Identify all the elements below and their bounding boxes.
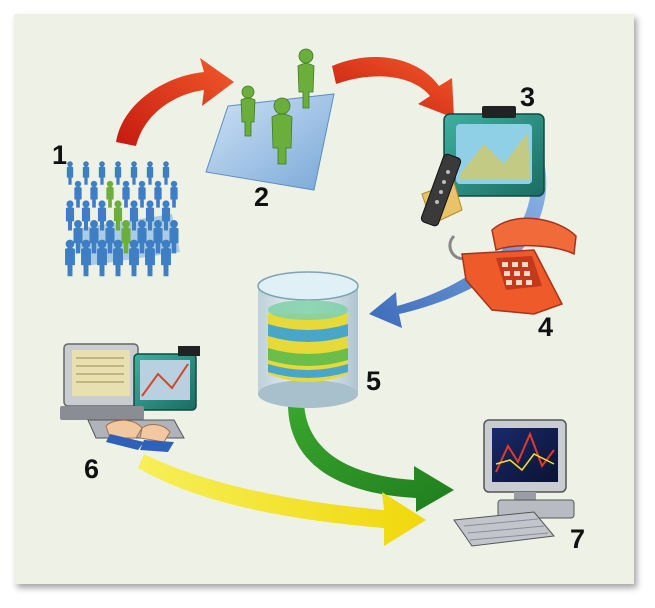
crowd-person bbox=[66, 161, 74, 185]
telephone-icon bbox=[448, 217, 577, 315]
crowd-person bbox=[106, 180, 114, 208]
crowd-person bbox=[81, 200, 91, 231]
diagram-canvas bbox=[60, 48, 577, 547]
sample-group-icon bbox=[205, 48, 335, 191]
crowd-person bbox=[130, 161, 138, 185]
crowd-person bbox=[169, 220, 179, 254]
crowd-person bbox=[65, 200, 75, 231]
arrow-6-to-7 bbox=[138, 454, 426, 546]
diagram-frame: 1 2 3 4 5 6 7 bbox=[14, 14, 634, 584]
crowd-person bbox=[65, 239, 75, 277]
crowd-person bbox=[74, 180, 82, 208]
step-number-6: 6 bbox=[84, 454, 100, 484]
step-number-3: 3 bbox=[520, 82, 536, 112]
step-number-7: 7 bbox=[570, 524, 586, 554]
crowd-person bbox=[105, 220, 115, 254]
crowd-person bbox=[129, 239, 139, 277]
crowd-person bbox=[121, 220, 131, 254]
step-number-4: 4 bbox=[538, 312, 554, 342]
crowd-person bbox=[153, 220, 163, 254]
workstation-icon bbox=[60, 343, 200, 452]
step-number-2: 2 bbox=[254, 182, 270, 212]
step-number-1: 1 bbox=[52, 140, 68, 170]
crowd-icon bbox=[65, 161, 180, 277]
crowd-person bbox=[161, 200, 171, 231]
analysis-computer-icon bbox=[453, 419, 575, 547]
tv-remote-icon bbox=[420, 106, 545, 227]
crowd-person bbox=[145, 239, 155, 277]
crowd-person bbox=[122, 180, 130, 208]
crowd-person bbox=[138, 180, 146, 208]
crowd-people bbox=[65, 161, 179, 277]
crowd-person bbox=[89, 220, 99, 254]
crowd-person bbox=[129, 200, 139, 231]
step-number-5: 5 bbox=[366, 366, 382, 396]
crowd-person bbox=[137, 220, 147, 254]
crowd-person bbox=[170, 180, 178, 208]
crowd-person bbox=[161, 239, 171, 277]
arrow-5-to-7 bbox=[288, 402, 454, 512]
crowd-person bbox=[98, 161, 106, 185]
crowd-person bbox=[113, 239, 123, 277]
crowd-person bbox=[73, 220, 83, 254]
database-cylinder-icon bbox=[257, 271, 359, 408]
crowd-person bbox=[90, 180, 98, 208]
crowd-person bbox=[162, 161, 170, 185]
crowd-person bbox=[114, 161, 122, 185]
arrow-1-to-2 bbox=[116, 58, 234, 146]
crowd-person bbox=[145, 200, 155, 231]
arrow-2-to-3 bbox=[332, 56, 454, 118]
crowd-person bbox=[113, 200, 123, 231]
crowd-person bbox=[97, 200, 107, 231]
crowd-person bbox=[154, 180, 162, 208]
crowd-person bbox=[81, 239, 91, 277]
crowd-person bbox=[82, 161, 90, 185]
crowd-person bbox=[97, 239, 107, 277]
crowd-person bbox=[146, 161, 154, 185]
